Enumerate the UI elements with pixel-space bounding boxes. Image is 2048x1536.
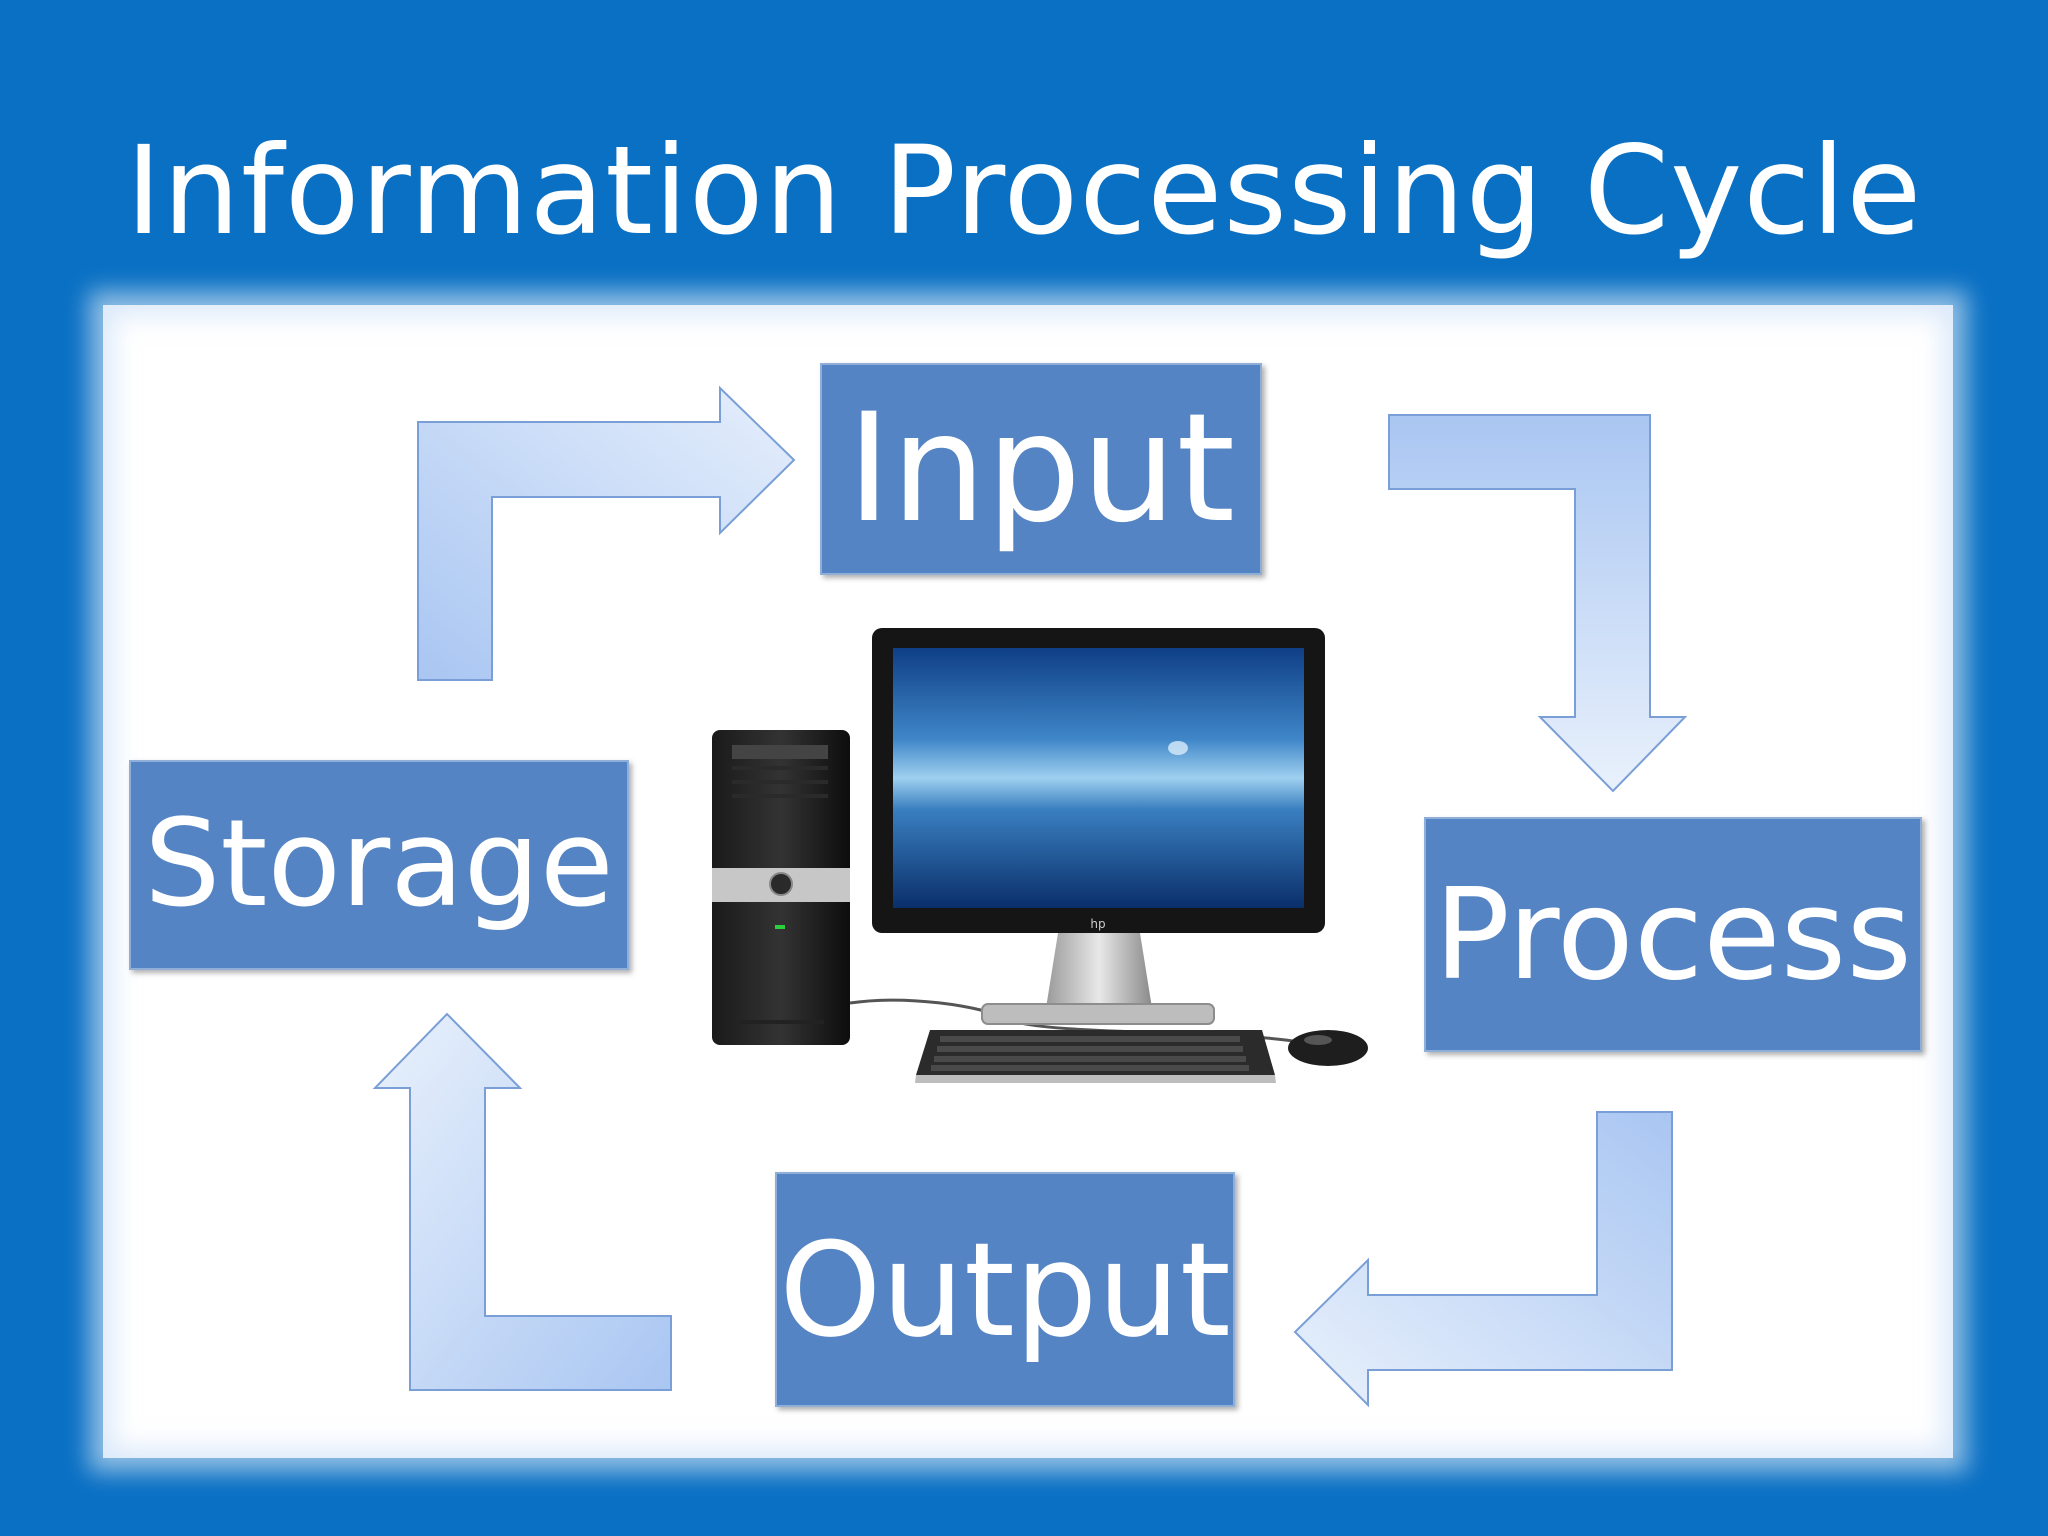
stage-input: Input [820, 363, 1262, 575]
arrow-output-to-storage [372, 1012, 672, 1391]
stage-input-label: Input [846, 382, 1236, 556]
monitor-screen [893, 648, 1304, 908]
monitor-stand [1046, 933, 1152, 1008]
arrow-process-to-output [1293, 1111, 1673, 1408]
power-button-icon [769, 872, 793, 896]
arrow-storage-to-input [417, 385, 796, 681]
stage-output: Output [775, 1172, 1235, 1407]
stage-process: Process [1424, 817, 1922, 1052]
hp-logo: hp [1090, 917, 1105, 931]
desktop-computer-icon: hp [712, 628, 1368, 1083]
stage-storage-label: Storage [144, 795, 614, 934]
slide-title: Information Processing Cycle [125, 120, 1923, 262]
stage-output-label: Output [779, 1213, 1231, 1366]
stage-storage: Storage [129, 760, 629, 970]
stage-process-label: Process [1434, 860, 1912, 1008]
optical-drive [732, 745, 828, 759]
mouse [1288, 1030, 1368, 1066]
monitor-base [981, 1003, 1215, 1025]
arrow-input-to-process [1388, 414, 1688, 793]
